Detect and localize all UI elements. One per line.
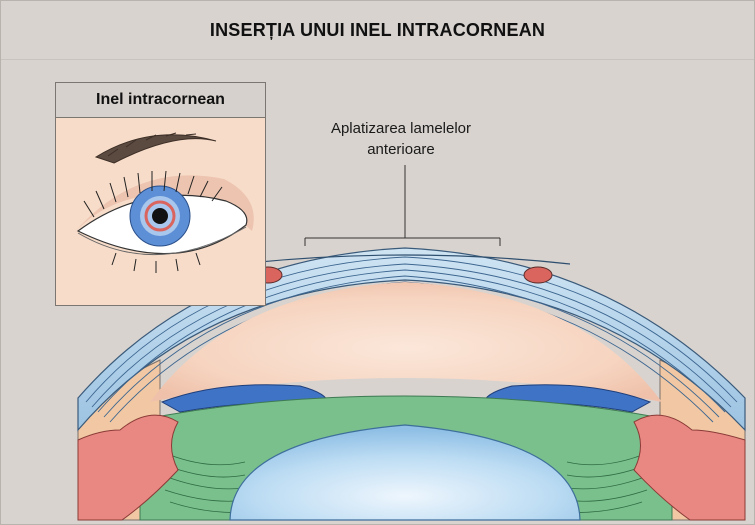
ring-segment-right (524, 267, 552, 283)
flattening-annotation: Aplatizarea lamelelor anterioare (296, 118, 506, 160)
annotation-line-1: Aplatizarea lamelelor (296, 118, 506, 139)
annotation-line-2: anterioare (296, 139, 506, 160)
pupil (152, 208, 168, 224)
inset-panel: Inel intracornean (55, 82, 266, 306)
callout-bracket (305, 165, 500, 246)
eye-illustration (56, 83, 265, 305)
eyebrow (96, 135, 216, 163)
